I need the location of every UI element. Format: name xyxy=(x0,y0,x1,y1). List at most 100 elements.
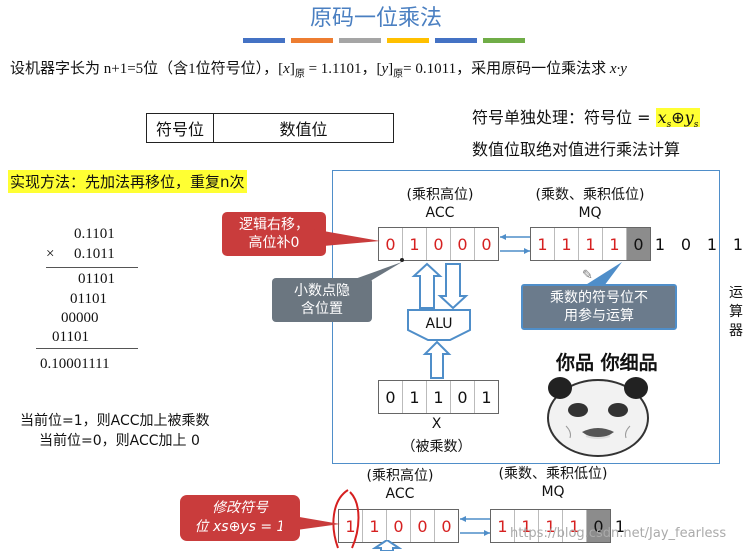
intro-sub-1: 原 xyxy=(294,69,305,80)
alu-block xyxy=(407,309,471,341)
alu-side-label: 运 算 器 xyxy=(727,284,745,341)
acc-reg-bit-4: 0 xyxy=(481,234,492,254)
x-alu-arrow xyxy=(422,340,452,379)
panda-face-image xyxy=(547,377,649,457)
intro-text-e: = 0.1011，采用原码一位乘法求 xyxy=(403,61,610,77)
x-reg-bit-0: 0 xyxy=(379,381,403,413)
mq-tail-bit-1: 0 xyxy=(680,235,692,254)
mq-reg-bit-1: 1 xyxy=(555,228,579,260)
acc-reg-bit-1: 1 xyxy=(403,228,427,260)
x-reg-bit-4: 1 xyxy=(481,387,492,407)
title-bar-5 xyxy=(435,38,477,43)
decimal-point-dot xyxy=(400,258,404,262)
alu-side-char-1: 运 xyxy=(729,285,743,301)
callout-logical-shift: 逻辑右移， 高位补0 xyxy=(222,212,326,256)
mq-tail-bit-2: 1 xyxy=(706,235,718,254)
pencil-icon: ✎ xyxy=(582,268,593,283)
mq-tail-bit-0: 1 xyxy=(654,235,666,254)
callout-decimal-point: 小数点隐 含位置 xyxy=(272,278,372,322)
callout-modify-sign-formula: xs⊕ys = 1 xyxy=(213,519,286,535)
x-label: （被乘数） xyxy=(401,439,472,455)
acc-mq-arrows xyxy=(500,234,530,254)
b-mq-reg-bit-0: 1 xyxy=(491,510,515,542)
b-acc-reg-bit-3: 0 xyxy=(411,510,435,542)
title-underline-bars xyxy=(243,38,525,43)
x-name: X xyxy=(431,416,442,432)
b-acc-reg-bit-2: 0 xyxy=(387,510,411,542)
method-highlight: 实现方法：先加法再移位，重复n次 xyxy=(8,170,247,193)
format-sign-cell: 符号位 xyxy=(147,114,214,142)
intro-text-b: ] xyxy=(289,61,295,77)
title-bar-1 xyxy=(243,38,285,43)
bottom-acc-mq-arrows xyxy=(460,516,490,536)
title-bar-4 xyxy=(387,38,429,43)
title-bar-3 xyxy=(339,38,381,43)
calc-multiplicand: 0.1101 xyxy=(74,226,115,242)
rule-bit-one: 当前位=1，则ACC加上被乘数 xyxy=(20,413,210,429)
callout-sign-bit-pointer xyxy=(584,262,622,286)
callout-sign-bit: 乘数的符号位不 用参与运算 xyxy=(521,284,677,330)
callout-modify-sign-line1: 修改符号 xyxy=(212,500,268,516)
alu-side-char-3: 器 xyxy=(729,323,743,339)
calc-line-2 xyxy=(36,348,138,349)
intro-expr: x·y xyxy=(609,61,627,77)
callout-modify-sign-prefix: 位 xyxy=(194,519,213,535)
intro-y: y xyxy=(381,61,389,77)
mq-reg-bit-2: 1 xyxy=(579,228,603,260)
b-acc-reg-bit-0: 1 xyxy=(339,510,363,542)
bottom-acc-name: ACC xyxy=(385,486,415,502)
mq-tail-bit-3: 1 xyxy=(732,235,744,254)
page-title: 原码一位乘法 xyxy=(309,6,442,31)
b-mq-reg-bit-1: 1 xyxy=(515,510,539,542)
mq-reg-bit-3: 1 xyxy=(603,228,627,260)
format-table: 符号位 数值位 xyxy=(146,113,394,143)
bottom-mq-name: MQ xyxy=(541,484,565,500)
acc-reg-bit-2: 0 xyxy=(427,228,451,260)
calc-partial-2: 01101 xyxy=(70,291,107,307)
intro-text-a: 设机器字长为 n+1=5位（含1位符号位），[ xyxy=(10,61,284,77)
title-bar-6 xyxy=(483,38,525,43)
acc-name: ACC xyxy=(425,205,455,221)
alu-side-char-2: 算 xyxy=(729,304,743,320)
sign-rule-formula: xs⊕ys xyxy=(655,108,701,131)
abs-rule: 数值位取绝对值进行乘法计算 xyxy=(472,140,681,159)
callout-modify-sign: 修改符号 位 xs⊕ys = 1 xyxy=(180,495,300,541)
bottom-mq-shifted-out-bits: 1 xyxy=(607,517,633,536)
b-mq-reg-bit-3: 1 xyxy=(563,510,587,542)
mq-reg-bit-0: 1 xyxy=(531,228,555,260)
bottom-mq-label: (乘数、乘积低位) xyxy=(498,466,608,482)
b-acc-reg-bit-4: 0 xyxy=(441,516,452,536)
b-mq-tail-bit-0: 1 xyxy=(614,517,626,536)
intro-x: x xyxy=(283,61,290,77)
callout-modify-sign-pointer xyxy=(282,514,340,532)
title-bar-2 xyxy=(291,38,333,43)
calc-multiplier: 0.1011 xyxy=(74,246,115,262)
x-reg-bit-3: 0 xyxy=(451,381,475,413)
rule-bit-zero: 当前位=0，则ACC加上 0 xyxy=(39,433,200,449)
mq-name: MQ xyxy=(578,205,602,221)
sign-rule: 符号单独处理：符号位 = xs⊕ys xyxy=(472,104,701,131)
bottom-alu-arrow-partial xyxy=(372,540,402,551)
panda-caption: 你品 你细品 xyxy=(556,352,658,374)
b-mq-reg-bit-2: 1 xyxy=(539,510,563,542)
format-value-cell: 数值位 xyxy=(279,120,328,139)
x-reg-bit-1: 1 xyxy=(403,381,427,413)
intro-text-c: = 1.1101，[ xyxy=(304,61,382,77)
calc-times-sign: × xyxy=(46,246,55,262)
callout-decimal-point-pointer xyxy=(352,262,402,292)
x-reg-bit-2: 1 xyxy=(427,381,451,413)
callout-logical-shift-pointer xyxy=(312,229,380,247)
b-mq-reg-bit-4: 0 xyxy=(587,510,610,542)
sign-rule-prefix: 符号单独处理：符号位 = xyxy=(472,108,656,127)
calc-result: 0.10001111 xyxy=(40,356,110,372)
mq-reg-bit-4: 0 xyxy=(627,228,650,260)
bottom-acc-label: (乘积高位) xyxy=(366,468,434,484)
b-acc-reg-bit-1: 1 xyxy=(363,510,387,542)
calc-line-1 xyxy=(46,267,138,268)
calc-partial-1: 01101 xyxy=(78,271,115,287)
